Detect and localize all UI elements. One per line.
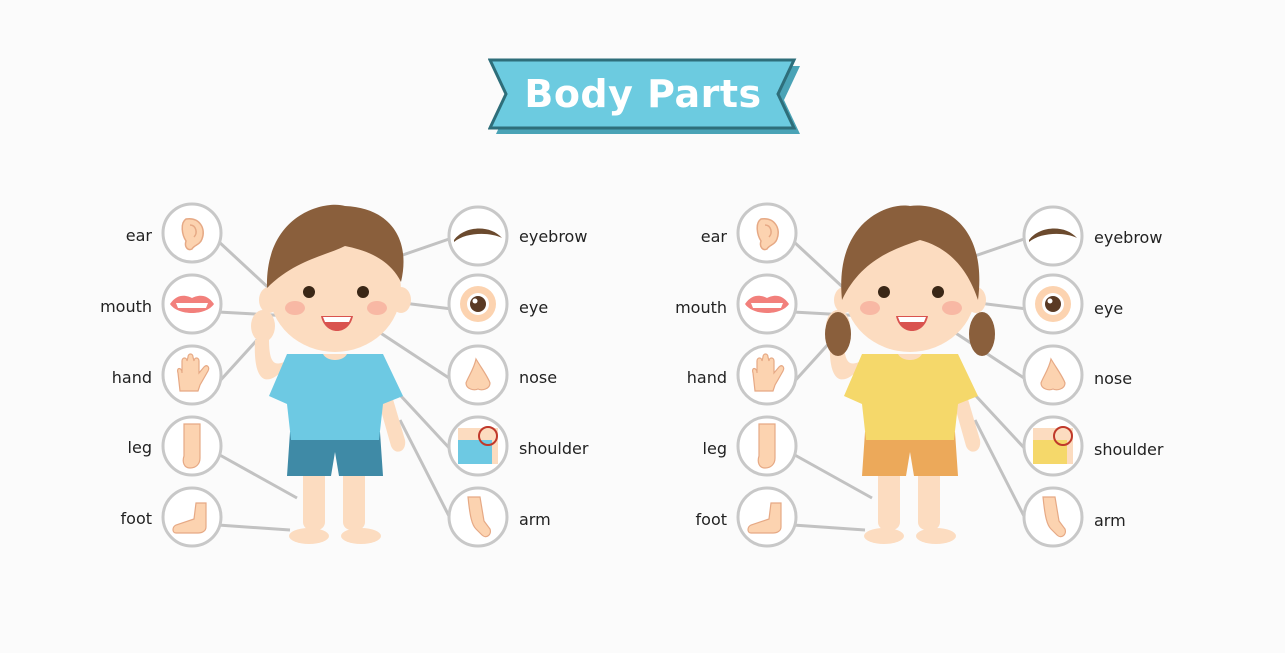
boy-teeth [323,317,351,322]
boy-label-ear: ear [125,226,152,245]
girl-shorts [862,432,958,476]
boy-label-shoulder: shoulder [519,439,589,458]
girl-teeth [898,317,926,322]
girl-foot-line [792,523,866,532]
girl-label-leg: leg [702,439,727,458]
girl-label-ear: ear [700,227,727,246]
girl-nose-circle [1022,344,1084,406]
boy-cheek-right [367,301,387,315]
girl-shoulder-marker [1053,426,1073,446]
girl-ear-line [791,239,850,294]
boy-hand-line [216,338,259,385]
girl-eyebrow-ring [1022,205,1084,267]
leg-icon [182,423,201,469]
boy-left-foot [289,528,329,544]
boy-hand-circle [161,344,223,406]
boy-right-foot [341,528,381,544]
boy-eyebrow-ring [447,205,509,267]
girl-mouth-circle [736,273,798,335]
girl-shirt [844,354,978,440]
girl-hand-line [791,338,834,385]
boy-shoulder-marker [478,426,498,446]
boy-eye-left [303,286,315,298]
boy-foot-ring [161,486,223,548]
boy-shoulder-shirt [458,440,492,464]
girl-pigtail-left [825,312,851,356]
boy-leg-circle [161,415,223,477]
girl-ear-circle [736,202,798,264]
boy-arm-circle [447,486,509,548]
boy-cheek-left [285,301,305,315]
boy-label-mouth: mouth [100,297,152,316]
characters [251,204,995,544]
boy-label-eye: eye [519,298,549,317]
girl-hair [841,205,980,300]
girl-shoulder-shirt [1033,440,1067,464]
boy-leg-line [217,452,298,500]
girl-label-shoulder: shoulder [1094,440,1164,459]
boy-mouth-circle [161,273,223,335]
girl-arm-line [973,419,1029,523]
boy-eye-circle [447,273,509,335]
boy-eye-right [357,286,369,298]
girl-foot-circle [736,486,798,548]
girl-foot-ring [736,486,798,548]
girl-leg-circle [736,415,798,477]
boy-label-eyebrow: eyebrow [519,227,588,246]
boy-arm-line [398,419,454,523]
girl-right-foot [916,528,956,544]
girl-shoulder-circle [1022,415,1084,477]
title-banner: Body Parts [488,58,804,136]
girl-arm-circle [1022,486,1084,548]
girl-eye-left [878,286,890,298]
page-title: Body Parts [524,72,762,116]
boy-label-nose: nose [519,368,558,387]
boy-shirt [269,354,403,440]
girl-figure [825,205,995,544]
part-circles [161,202,1084,548]
boy-label-hand: hand [111,368,152,387]
girl-label-hand: hand [686,368,727,387]
boy-shorts [287,432,383,476]
boy-eyebrow-circle [447,205,509,267]
girl-label-nose: nose [1094,369,1133,388]
boy-nose-circle [447,344,509,406]
girl-neck [898,354,922,360]
boy-figure [251,204,411,544]
girl-pigtail-right [969,312,995,356]
boy-foot-line [217,523,291,532]
boy-label-leg: leg [127,438,152,457]
boy-waving-hand [251,310,275,342]
boy-neck [323,354,347,360]
girl-label-eye: eye [1094,299,1124,318]
eye-icon [1035,286,1071,322]
girl-eyebrow-circle [1022,205,1084,267]
ribbon-shape [488,58,800,134]
girl-leg-line [792,452,873,500]
boy-label-foot: foot [120,509,152,528]
boy-foot-circle [161,486,223,548]
girl-hand-circle [736,344,798,406]
girl-label-eyebrow: eyebrow [1094,228,1163,247]
boy-shoulder-circle [447,415,509,477]
girl-eye-circle [1022,273,1084,335]
eye-icon [460,286,496,322]
girl-label-arm: arm [1094,511,1126,530]
leg-icon [757,423,776,469]
girl-cheek-right [942,301,962,315]
girl-label-foot: foot [695,510,727,529]
boy-ear-circle [161,202,223,264]
girl-cheek-left [860,301,880,315]
girl-label-mouth: mouth [675,298,727,317]
boy-label-arm: arm [519,510,551,529]
girl-left-foot [864,528,904,544]
boy-hair [266,204,404,288]
girl-eye-right [932,286,944,298]
boy-ear-line [216,239,275,294]
